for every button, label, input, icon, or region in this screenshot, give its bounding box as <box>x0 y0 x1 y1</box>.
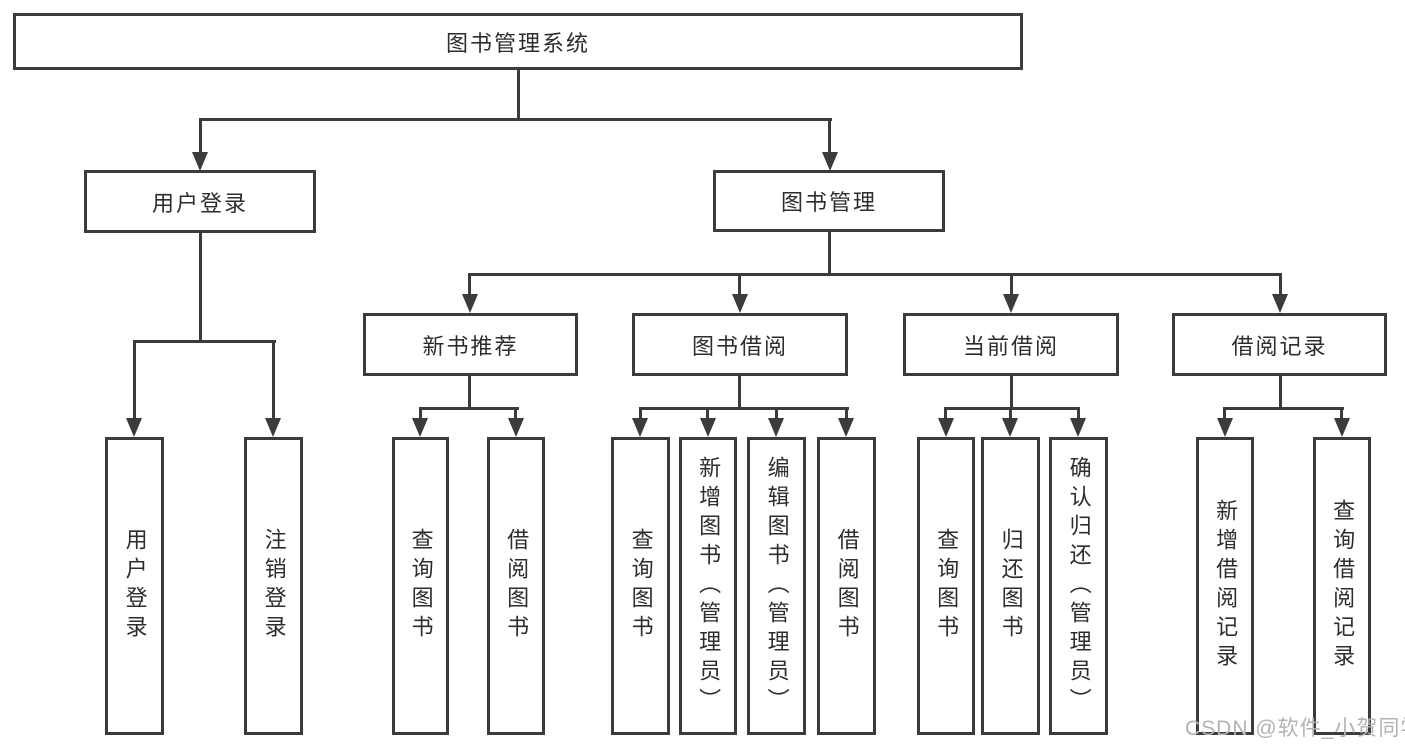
node-user-login-label: 用户登录 <box>151 190 248 216</box>
leaf-logout-label: 注销登录 <box>261 528 287 644</box>
arrowhead-down <box>508 418 524 437</box>
arrowhead-down <box>1217 418 1233 437</box>
connector-line <box>468 376 471 407</box>
connector-line <box>1010 273 1013 297</box>
leaf-user-login: 用户登录 <box>105 437 164 735</box>
leaf-logout: 注销登录 <box>244 437 303 735</box>
arrowhead-down <box>1003 294 1019 313</box>
arrowhead-down <box>822 152 838 171</box>
node-new-book-recommend-label: 新书推荐 <box>422 333 519 359</box>
leaf-borrow-books-label: 借阅图书 <box>834 528 860 644</box>
connector-line <box>639 407 849 410</box>
connector-line <box>775 407 778 421</box>
arrowhead-down <box>192 152 208 171</box>
leaf-edit-books-admin-label: 编辑图书（管理员） <box>764 455 790 717</box>
leaf-add-borrow-record-label: 新增借阅记录 <box>1213 499 1239 673</box>
leaf-query-books-borrow: 查询图书 <box>611 437 670 735</box>
node-new-book-recommend: 新书推荐 <box>363 313 578 376</box>
connector-line <box>828 232 831 273</box>
connector-line <box>468 273 1282 276</box>
arrowhead-down <box>126 418 142 437</box>
connector-line <box>1010 376 1013 407</box>
leaf-confirm-return-admin-label: 确认归还（管理员） <box>1066 455 1092 717</box>
connector-line <box>199 118 202 154</box>
connector-line <box>944 407 1080 410</box>
arrowhead-down <box>1272 294 1288 313</box>
connector-line <box>1077 407 1080 421</box>
connector-line <box>845 407 848 421</box>
connector-line <box>514 407 517 421</box>
connector-line <box>828 118 831 154</box>
node-borrow-records-label: 借阅记录 <box>1231 333 1328 359</box>
connector-line <box>272 340 275 420</box>
leaf-add-books-admin-label: 新增图书（管理员） <box>696 455 722 717</box>
arrowhead-down <box>1070 418 1086 437</box>
leaf-query-borrow-record: 查询借阅记录 <box>1313 437 1371 735</box>
node-root-label: 图书管理系统 <box>445 30 590 56</box>
leaf-add-borrow-record: 新增借阅记录 <box>1196 437 1254 735</box>
connector-line <box>419 407 519 410</box>
arrowhead-down <box>412 418 428 437</box>
node-book-management-label: 图书管理 <box>780 190 877 215</box>
connector-line <box>419 407 422 421</box>
leaf-add-books-admin: 新增图书（管理员） <box>679 437 737 735</box>
arrowhead-down <box>632 418 648 437</box>
leaf-query-books-current: 查询图书 <box>917 437 975 735</box>
connector-line <box>738 273 741 297</box>
node-book-borrow: 图书借阅 <box>632 313 848 376</box>
leaf-query-books-borrow-label: 查询图书 <box>628 528 654 644</box>
arrowhead-down <box>938 418 954 437</box>
arrowhead-down <box>1002 418 1018 437</box>
leaf-user-login-label: 用户登录 <box>122 528 148 644</box>
node-current-borrow: 当前借阅 <box>903 313 1119 376</box>
connector-line <box>639 407 642 421</box>
leaf-query-books-recommend-label: 查询图书 <box>408 528 434 644</box>
arrowhead-down <box>462 294 478 313</box>
connector-line <box>133 340 276 343</box>
leaf-query-books-recommend: 查询图书 <box>392 437 449 735</box>
leaf-borrow-books-recommend-label: 借阅图书 <box>504 528 530 644</box>
leaf-return-books-label: 归还图书 <box>998 528 1024 644</box>
node-root: 图书管理系统 <box>13 13 1023 70</box>
connector-line <box>133 340 136 420</box>
node-book-borrow-label: 图书借阅 <box>691 333 788 359</box>
connector-line <box>1223 407 1344 410</box>
node-current-borrow-label: 当前借阅 <box>962 333 1059 359</box>
arrowhead-down <box>732 294 748 313</box>
connector-line <box>199 233 202 340</box>
connector-line <box>1340 407 1343 421</box>
arrowhead-down <box>768 418 784 437</box>
arrowhead-down <box>1334 418 1350 437</box>
leaf-query-borrow-record-label: 查询借阅记录 <box>1330 499 1356 673</box>
connector-line <box>199 118 832 121</box>
leaf-borrow-books: 借阅图书 <box>817 437 876 735</box>
connector-line <box>517 70 520 118</box>
connector-line <box>1223 407 1226 421</box>
connector-line <box>1279 376 1282 407</box>
leaf-edit-books-admin: 编辑图书（管理员） <box>747 437 806 735</box>
arrowhead-down <box>265 418 281 437</box>
connector-line <box>468 273 471 297</box>
leaf-query-books-current-label: 查询图书 <box>934 528 960 644</box>
arrowhead-down <box>700 418 716 437</box>
connector-line <box>1279 273 1282 297</box>
connector-line <box>1009 407 1012 421</box>
node-user-login: 用户登录 <box>84 170 316 233</box>
csdn-watermark: CSDN @软件_小贺同学 <box>1185 717 1405 740</box>
leaf-confirm-return-admin: 确认归还（管理员） <box>1049 437 1108 735</box>
node-borrow-records: 借阅记录 <box>1172 313 1387 376</box>
connector-line <box>944 407 947 421</box>
node-book-management: 图书管理 <box>713 170 945 232</box>
arrowhead-down <box>838 418 854 437</box>
leaf-return-books: 归还图书 <box>981 437 1040 735</box>
leaf-borrow-books-recommend: 借阅图书 <box>487 437 545 735</box>
connector-line <box>706 407 709 421</box>
connector-line <box>738 376 741 407</box>
